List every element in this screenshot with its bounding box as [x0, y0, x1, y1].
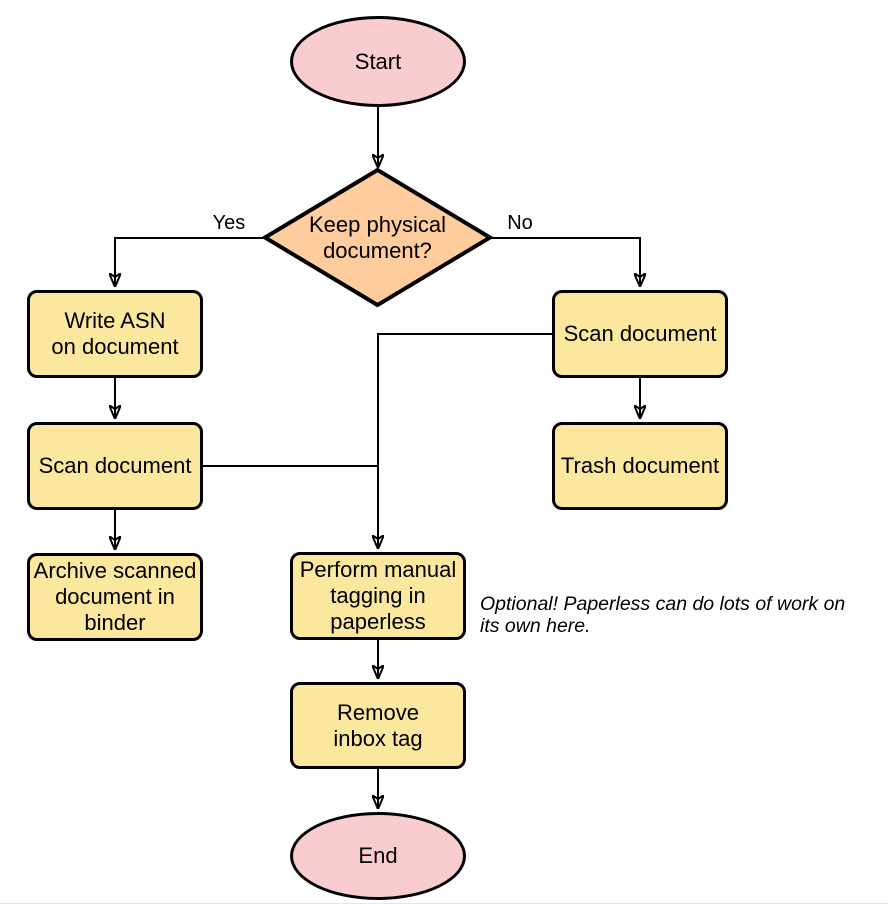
- edge-decision-no: [488, 237, 640, 286]
- node-scan-document-right: Scan document: [552, 290, 728, 378]
- edge-label-yes: Yes: [212, 212, 246, 234]
- diamond-polygon: [261, 167, 494, 308]
- edge-decision-yes: [115, 237, 265, 286]
- edge-label-no: No: [507, 212, 533, 234]
- node-start: Start: [290, 16, 466, 107]
- annotation-note: Optional! Paperless can do lots of work …: [480, 593, 846, 637]
- page-bottom-border: [0, 903, 888, 904]
- node-end: End: [290, 812, 466, 900]
- diamond-shape: [261, 167, 494, 308]
- edge-scanright-to-tagging: [378, 333, 552, 548]
- node-archive-in-binder: Archive scanned document in binder: [27, 553, 203, 641]
- node-remove-inbox-tag: Remove inbox tag: [290, 682, 466, 769]
- node-scan-document-left: Scan document: [27, 422, 203, 510]
- node-decision: Keep physical document?: [260, 165, 495, 310]
- node-trash-document: Trash document: [552, 422, 728, 510]
- node-write-asn: Write ASN on document: [27, 290, 203, 378]
- node-manual-tagging: Perform manual tagging in paperless: [290, 552, 466, 640]
- node-decision-label: Keep physical document?: [309, 211, 446, 263]
